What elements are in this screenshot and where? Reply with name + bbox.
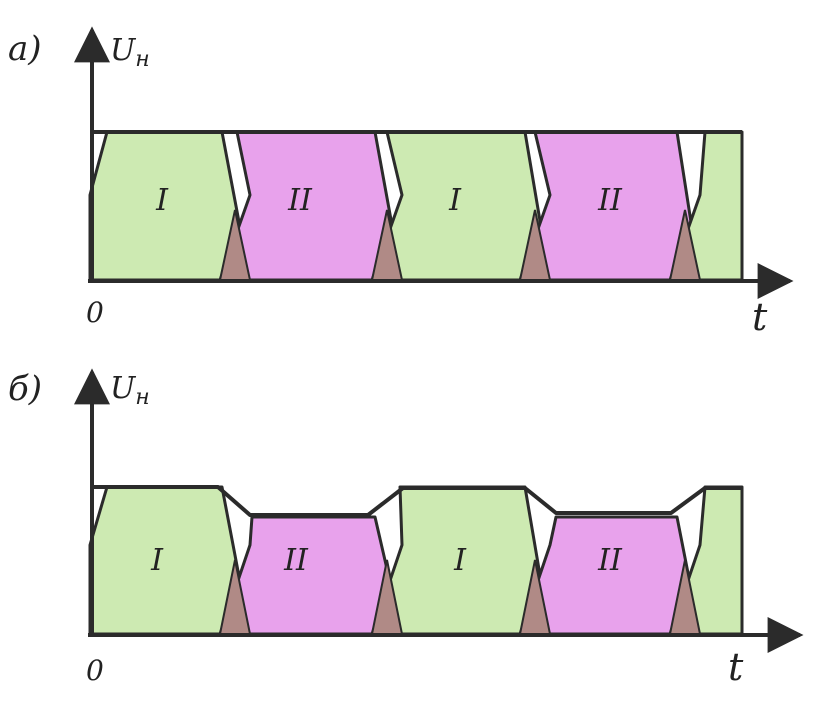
panel-a-origin-label: 0 — [86, 296, 104, 329]
pulse-phase-I-3 — [370, 130, 552, 282]
panel-a-x-axis-label: t — [752, 295, 768, 339]
pulse-label-4: II — [597, 183, 623, 218]
pulse-label-1: I — [150, 543, 164, 578]
pulse-label-2: II — [283, 543, 309, 578]
panel-b-y-axis-label: Uн — [110, 371, 150, 410]
pulse-label-3: I — [448, 183, 462, 218]
pulse-label-4: II — [597, 543, 623, 578]
pulse-label-3: I — [453, 543, 467, 578]
panel-a-label: a) — [8, 29, 42, 69]
panel-b-label: б) — [8, 369, 42, 409]
pulse-label-2: II — [287, 183, 313, 218]
panel-a-pulses — [88, 130, 744, 282]
panel-a-y-axis-label: Uн — [110, 33, 150, 72]
panel-b-x-axis-label: t — [728, 645, 744, 689]
panel-b-envelope-line — [90, 485, 742, 517]
pulse-label-1: I — [155, 183, 169, 218]
panel-b-origin-label: 0 — [86, 654, 104, 687]
panel-b-pulses — [88, 485, 744, 636]
